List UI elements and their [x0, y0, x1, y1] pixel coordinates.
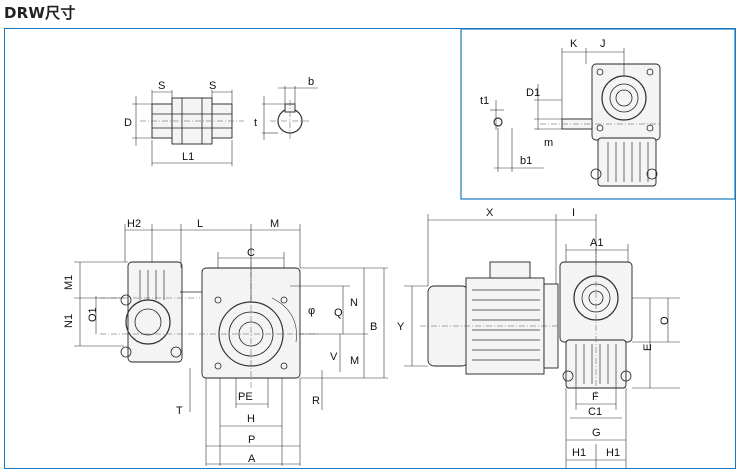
e-label: E — [642, 344, 654, 351]
c1-label: C1 — [588, 406, 602, 418]
f-label: F — [592, 391, 599, 403]
key-b-label: b — [308, 76, 314, 88]
motor-side-view-drawing — [404, 214, 680, 468]
pe-label: PE — [238, 391, 253, 403]
h1-right-label: H1 — [606, 447, 620, 459]
y-label: Y — [397, 321, 405, 333]
r-label: R — [312, 395, 320, 407]
inset-k-label: K — [570, 38, 578, 50]
c-label: C — [247, 247, 255, 259]
p-label: P — [248, 434, 255, 446]
o1-label: O1 — [87, 307, 99, 322]
page-title: DRW尺寸 — [4, 4, 76, 22]
hollow-shaft-drawing — [132, 90, 244, 166]
n-label: N — [350, 297, 358, 309]
g-label: G — [592, 427, 601, 439]
key-section-drawing — [262, 86, 318, 140]
inset-t1-label: t1 — [480, 95, 489, 107]
inset-b1-label: b1 — [520, 155, 532, 167]
m-top-label: M — [270, 218, 279, 230]
phi-label: φ — [308, 305, 315, 317]
drawing-frame — [4, 28, 736, 469]
shaft-l1-label: L1 — [182, 151, 194, 163]
inset-gearbox-drawing — [490, 48, 661, 187]
m-right-label: M — [350, 355, 359, 367]
q-label: Q — [334, 307, 343, 319]
shaft-d-label: D — [124, 117, 132, 129]
v-label: V — [330, 351, 338, 363]
a1-label: A1 — [590, 237, 603, 249]
m1-label: M1 — [63, 275, 75, 290]
gearbox-front-view-drawing — [74, 224, 388, 466]
t-bottom-label: T — [176, 405, 183, 417]
key-t-label: t — [254, 117, 257, 129]
b-label: B — [370, 321, 377, 333]
inset-panel — [460, 28, 736, 200]
shaft-s-left-label: S — [158, 80, 165, 92]
inset-d1-label: D1 — [526, 87, 540, 99]
inset-m-label: m — [544, 137, 553, 149]
n1-label: N1 — [63, 314, 75, 328]
l-label: L — [197, 218, 203, 230]
shaft-s-right-label: S — [209, 80, 216, 92]
x-label: X — [486, 207, 494, 219]
i-label: I — [572, 207, 575, 219]
h1-left-label: H1 — [572, 447, 586, 459]
h2-label: H2 — [127, 218, 141, 230]
inset-j-label: J — [600, 38, 606, 50]
h-label: H — [247, 413, 255, 425]
a-label: A — [248, 453, 256, 465]
o-label: O — [659, 316, 671, 325]
